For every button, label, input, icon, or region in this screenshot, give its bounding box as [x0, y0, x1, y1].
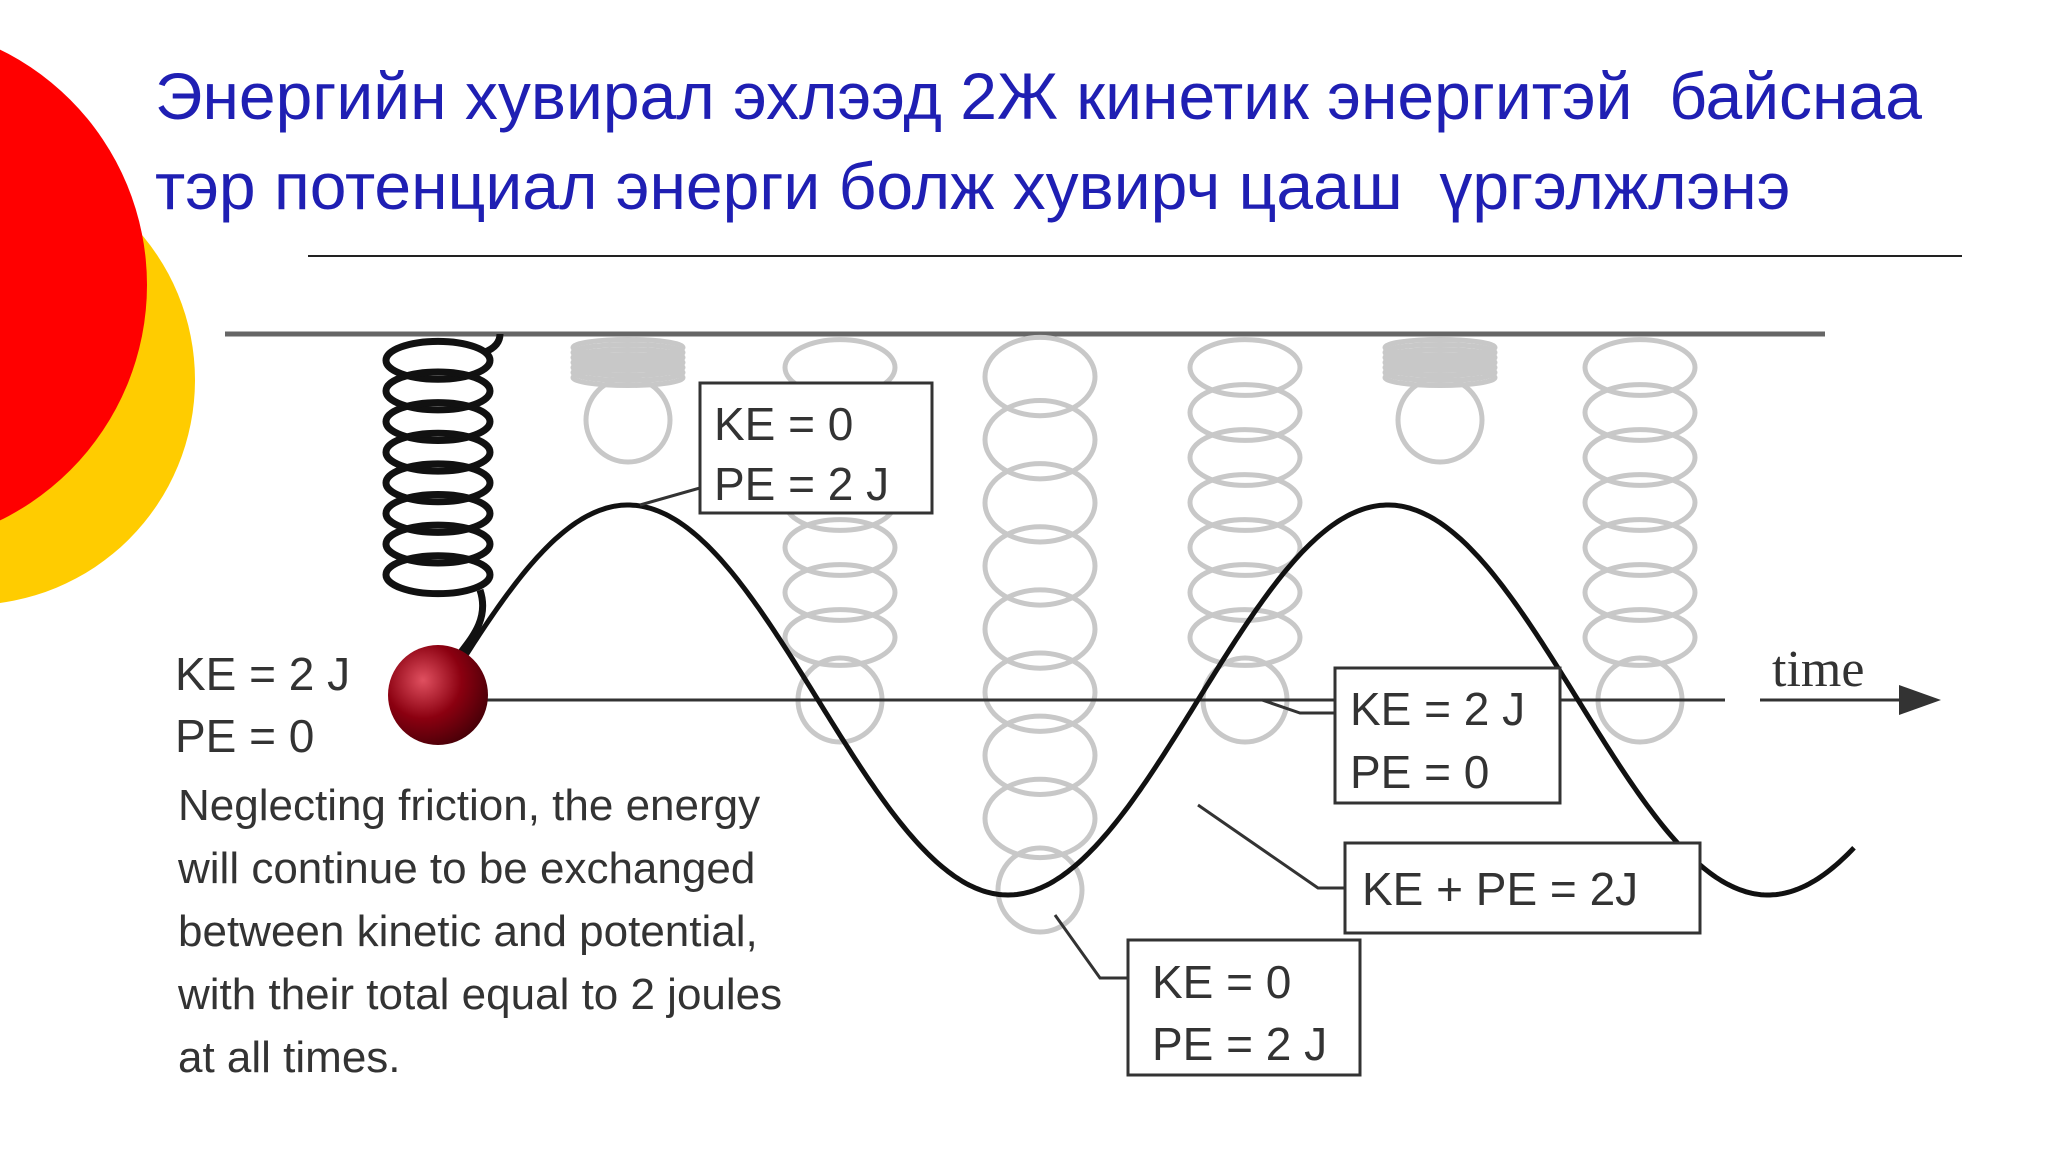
peak-pe-label: PE = 2 J: [714, 458, 889, 510]
ghost-spring-6-loop: [1582, 337, 1698, 398]
ghost-spring-6-loop: [1582, 472, 1698, 533]
start-pe-label: PE = 0: [175, 710, 314, 762]
note-line-3: between kinetic and potential,: [178, 907, 758, 956]
ghost-spring-6: [1582, 337, 1698, 668]
main-spring-coil-loop: [382, 521, 494, 567]
ghost-spring-3-loop: [982, 587, 1098, 671]
peak-callout: KE = 0 PE = 2 J: [639, 381, 934, 515]
ghost-spring-3: [982, 334, 1098, 861]
ghost-spring-3-loop: [982, 650, 1098, 734]
note-line-4: with their total equal to 2 joules: [177, 970, 782, 1019]
trough-ke-label: KE = 0: [1152, 956, 1291, 1008]
crossing-pe-label: PE = 0: [1350, 746, 1489, 798]
main-spring-coil-loop: [382, 399, 494, 445]
ghost-spring-1-loop: [570, 367, 686, 388]
ghost-spring-3-loop: [982, 334, 1098, 419]
ghost-spring-3-loop: [982, 776, 1098, 861]
main-spring-coil-loop: [382, 429, 494, 475]
ghost-spring-3-loop: [982, 398, 1098, 482]
note-line-5: at all times.: [178, 1033, 401, 1082]
total-energy-label: KE + PE = 2J: [1362, 863, 1638, 915]
ghost-spring-2-loop: [782, 562, 898, 623]
ghost-spring-6-loop: [1582, 517, 1698, 578]
ghost-spring-6-loop: [1582, 607, 1698, 668]
total-callout: KE + PE = 2J: [1197, 803, 1702, 935]
ghost-spring-4-loop: [1187, 427, 1303, 488]
trough-callout: KE = 0 PE = 2 J: [1053, 914, 1362, 1077]
main-spring-coil-loop: [382, 490, 494, 536]
note-line-2: will continue to be exchanged: [177, 844, 755, 893]
ghost-spring-2-loop: [782, 517, 898, 578]
note-line-1: Neglecting friction, the energy: [178, 781, 760, 830]
main-spring-coil-loop: [382, 337, 494, 383]
time-axis-label: time: [1772, 641, 1864, 698]
ghost-spring-3-loop: [982, 524, 1098, 608]
peak-ke-label: KE = 0: [714, 398, 853, 450]
main-spring-coil-loop: [382, 368, 494, 414]
ghost-spring-4: [1187, 337, 1303, 668]
crossing-callout: KE = 2 J PE = 0: [1261, 666, 1562, 805]
ghost-mass-5: [1395, 375, 1485, 465]
trough-pe-label: PE = 2 J: [1152, 1018, 1327, 1070]
ghost-spring-4-loop: [1187, 472, 1303, 533]
title-divider: [308, 255, 1962, 257]
ghost-spring-4-loop: [1187, 337, 1303, 398]
spring-mass-ball: [388, 645, 488, 745]
main-spring-coil-loop: [382, 552, 494, 598]
ghost-spring-4-loop: [1187, 517, 1303, 578]
ghost-spring-5-loop: [1382, 367, 1498, 388]
ghost-spring-5: [1382, 337, 1498, 388]
ghost-mass-1: [583, 375, 673, 465]
main-spring-coil-loop: [382, 460, 494, 506]
slide-title-line-1: Энергийн хувирал эхлээд 2Ж кинетик энерг…: [155, 59, 1922, 133]
ghost-spring-2-loop: [782, 607, 898, 668]
main-spring: [382, 333, 504, 663]
ghost-spring-3-loop: [982, 713, 1098, 797]
red-circle-decoration: [0, 49, 147, 521]
ghost-spring-4-loop: [1187, 382, 1303, 443]
ghost-mass-3: [995, 845, 1085, 935]
main-spring-coil: [382, 337, 494, 598]
ghost-spring-4-loop: [1187, 607, 1303, 668]
displacement-wave: [435, 502, 1856, 898]
ghost-spring-4-loop: [1187, 562, 1303, 623]
slide-title-line-2: тэр потенциал энерги болж хувирч цааш үр…: [155, 149, 1791, 223]
ghost-spring-6-loop: [1582, 427, 1698, 488]
ghost-spring-3-loop: [982, 461, 1098, 545]
ghost-spring-6-loop: [1582, 562, 1698, 623]
ghost-spring-1: [570, 337, 686, 388]
crossing-ke-label: KE = 2 J: [1350, 683, 1525, 735]
ghost-spring-6-loop: [1582, 382, 1698, 443]
friction-note: Neglecting friction, the energy will con…: [177, 781, 782, 1082]
start-ke-label: KE = 2 J: [175, 648, 350, 700]
